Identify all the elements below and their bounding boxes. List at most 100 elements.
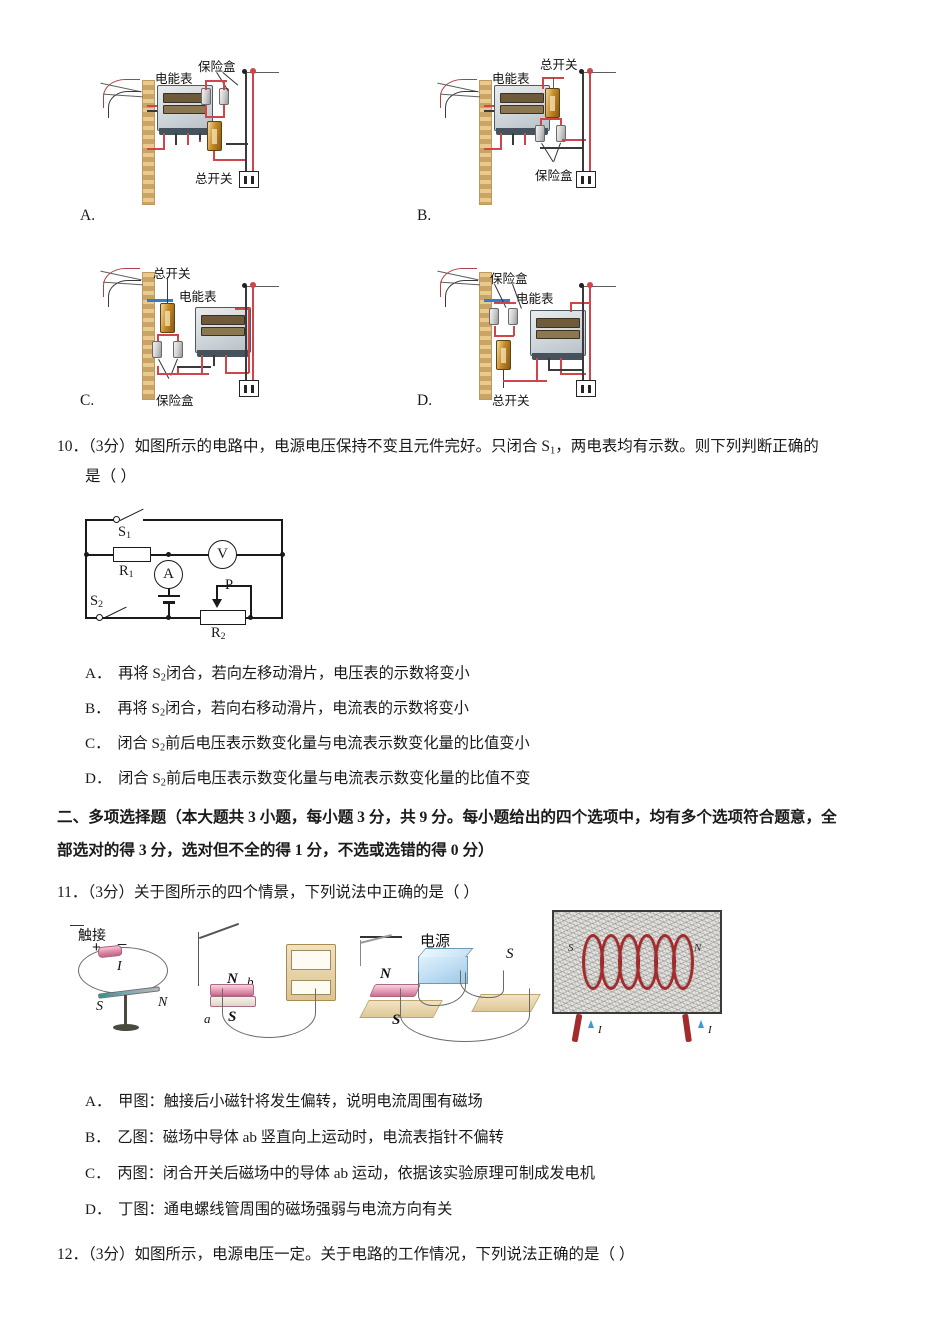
current-arrow-left xyxy=(588,1020,594,1028)
wire-meter-top-riser xyxy=(570,302,572,312)
wall-pole xyxy=(142,80,155,205)
q10-option-d: D．闭合 S2前后电压表示数变化量与电流表示数变化量的比值不变 xyxy=(85,765,530,797)
needle-south-label: S xyxy=(96,999,103,1014)
outlet-slot-left xyxy=(244,176,247,184)
riser-neutral xyxy=(582,71,584,171)
q12-number-text: 12． xyxy=(57,1246,89,1263)
main-switch xyxy=(545,88,560,118)
q10-option-c-pre: 闭合 S xyxy=(117,735,160,752)
q10-option-b-sub: 2 xyxy=(159,707,166,719)
main-switch xyxy=(160,303,175,333)
q11-figure-3-motor: 电源 N S S xyxy=(359,928,545,1050)
q10-option-b: B．再将 S2闭合，若向右移动滑片，电流表的示数将变小 xyxy=(85,695,469,727)
r2-letter: R xyxy=(211,625,221,641)
node-neutral xyxy=(579,283,584,288)
connection-wire-loop xyxy=(222,988,316,1038)
wire-slider-down xyxy=(216,585,218,599)
motor-conductor-rod xyxy=(360,936,402,938)
q10-option-d-sub: 2 xyxy=(160,777,166,789)
wire-meter-bottom-1 xyxy=(536,358,538,380)
wire-right-rail xyxy=(281,519,283,619)
service-drop-dark xyxy=(108,91,141,118)
slider-p-label: P xyxy=(225,577,234,593)
top-rail xyxy=(243,286,279,287)
wire-switch-out xyxy=(213,159,245,161)
main-switch xyxy=(207,121,222,151)
compass-stand-post xyxy=(124,995,127,1027)
wire-meter-return xyxy=(484,148,502,150)
q10-circuit-diagram: S1 R1 V A S2 R2 P xyxy=(84,505,345,642)
meter-label: 电能表 xyxy=(492,72,530,86)
q10-number-text: 10． xyxy=(57,438,89,455)
switch-stem xyxy=(167,277,168,303)
wire-meter-bottom-3 xyxy=(187,133,189,145)
switch-post-left xyxy=(360,940,361,952)
wire-fuse-to-switch-r xyxy=(223,105,225,117)
switch-post-right xyxy=(360,952,361,966)
q11-option-d: D．丁图：通电螺线管周围的磁场强弱与电流方向有关 xyxy=(85,1196,452,1224)
wire-meter-out xyxy=(225,372,249,374)
q10-option-c: C．闭合 S2前后电压表示数变化量与电流表示数变化量的比值变小 xyxy=(85,730,530,762)
wire-bottom xyxy=(85,617,283,619)
fuse-left xyxy=(152,341,162,358)
s2-sub: 2 xyxy=(98,599,103,611)
conductor-end-b-label: b xyxy=(247,974,254,989)
wire-ammeter-to-battery xyxy=(168,588,170,596)
wire-meter-bottom-3 xyxy=(524,133,526,145)
wire-fuse-out-red xyxy=(562,139,586,141)
node-neutral xyxy=(579,69,584,74)
node-live xyxy=(250,68,256,74)
wall-outlet xyxy=(576,380,596,397)
wire-meter-return xyxy=(147,148,165,150)
node-neutral xyxy=(242,69,247,74)
node-ammeter-top xyxy=(166,552,171,557)
q11-option-b-letter: B． xyxy=(85,1129,111,1146)
meter-terminal-block xyxy=(197,350,249,357)
outlet-slot-left xyxy=(581,385,584,393)
q9-choice-b-letter: B. xyxy=(417,207,432,224)
q11-option-d-letter: D． xyxy=(85,1201,112,1218)
node-live xyxy=(587,282,593,288)
q11-figure-1-oersted: 触接 _ + I S N xyxy=(70,925,200,1050)
top-rail xyxy=(243,72,279,73)
fuse-box-label: 保险盒 xyxy=(156,394,194,408)
fuse-left xyxy=(489,308,499,325)
wire-switch-out xyxy=(503,380,547,382)
wire-left-rail xyxy=(85,519,87,619)
q9-choice-a-letter: A. xyxy=(80,207,96,224)
service-drop-red xyxy=(103,79,140,108)
q10-option-c-post: 前后电压表示数变化量与电流表示数变化量的比值变小 xyxy=(165,735,530,752)
riser-neutral xyxy=(245,71,247,171)
riser-live xyxy=(252,285,254,380)
main-switch-label: 总开关 xyxy=(195,172,233,186)
q11-option-c-letter: C． xyxy=(85,1165,111,1182)
main-switch xyxy=(496,340,511,370)
wire-loop-bottom xyxy=(400,988,530,1042)
wire-switch-feed xyxy=(542,77,544,89)
outlet-slot-right xyxy=(251,176,254,184)
outlet-slot-left xyxy=(244,385,247,393)
q10-option-d-post: 前后电压表示数变化量与电流表示数变化量的比值不变 xyxy=(165,770,531,787)
main-switch-label: 总开关 xyxy=(492,394,530,408)
wire-fuse-out-bus-2 xyxy=(177,366,179,374)
needle-north-label: N xyxy=(158,995,168,1010)
wire-meter-bottom-2 xyxy=(175,133,177,145)
node-right-middle xyxy=(280,552,285,557)
current-arrow-right xyxy=(698,1020,704,1028)
wire-switch-bus xyxy=(540,118,562,120)
wire-ground-tap xyxy=(147,299,173,302)
wire-meter-bottom-3 xyxy=(225,355,227,373)
wire-fuse-to-meter xyxy=(157,373,209,375)
wire-battery-to-bottom xyxy=(168,604,170,618)
ammeter: A xyxy=(154,560,183,589)
q10-option-a-pre: 再将 S xyxy=(118,665,161,682)
wire-fuse-bus xyxy=(494,335,514,337)
battery-short-plate xyxy=(163,601,175,604)
wire-meter-to-fuse xyxy=(205,80,227,82)
electric-meter xyxy=(530,310,586,356)
fuse-box-label: 保险盒 xyxy=(490,272,528,286)
battery-long-plate xyxy=(158,595,180,597)
wire-meter-bottom-2 xyxy=(548,358,550,370)
q11-figure-4-solenoid: S N I I xyxy=(552,910,727,1050)
